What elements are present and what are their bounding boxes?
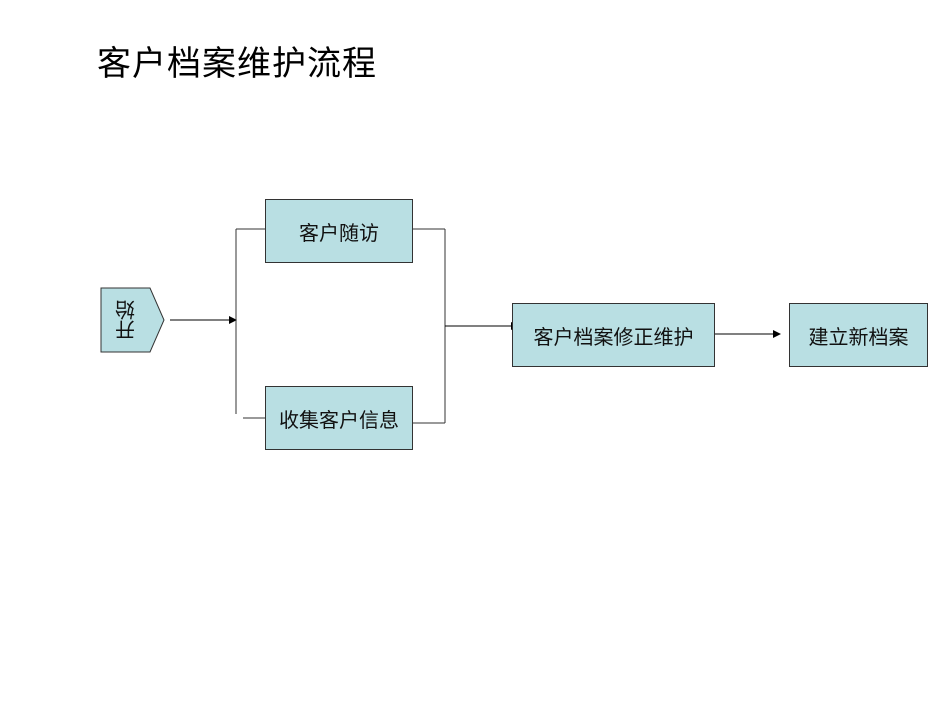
node-customer-visit-label: 客户随访: [299, 220, 379, 245]
start-node-label: 开始: [114, 300, 139, 340]
node-customer-visit: 客户随访: [265, 199, 413, 263]
node-create-archive-label: 建立新档案: [808, 324, 909, 349]
page-title: 客户档案维护流程: [97, 44, 377, 84]
node-collect-info-label: 收集客户信息: [279, 407, 399, 432]
node-revise-archive-label: 客户档案修正维护: [533, 324, 694, 349]
node-create-archive: 建立新档案: [789, 303, 928, 367]
node-collect-info: 收集客户信息: [265, 386, 413, 450]
start-node-shape: [100, 287, 165, 353]
node-revise-archive: 客户档案修正维护: [512, 303, 715, 367]
